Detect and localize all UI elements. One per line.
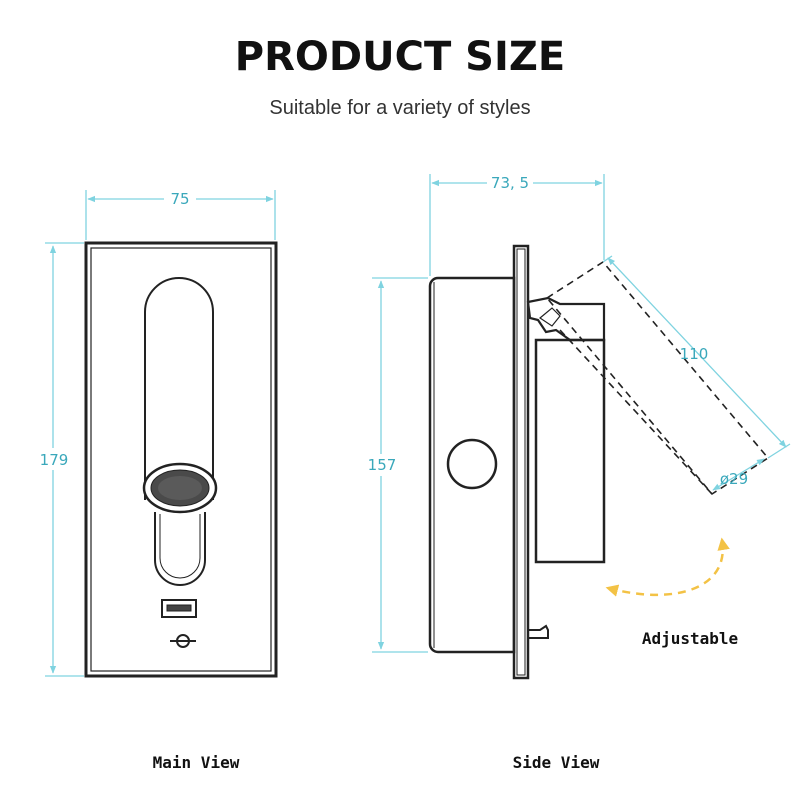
- side-arm-joint: [526, 296, 606, 342]
- side-view-label: Side View: [513, 753, 600, 772]
- adjustable-arrow: [605, 537, 730, 597]
- lamp-head-highlight: [158, 476, 202, 500]
- side-switch: [528, 624, 549, 639]
- main-dimensions: [45, 190, 276, 677]
- side-lamp-dashed: [545, 260, 770, 496]
- page-title: PRODUCT SIZE: [234, 34, 566, 80]
- head-diameter-line: [712, 458, 765, 491]
- adjustable-label: Adjustable: [642, 629, 738, 648]
- side-arm-body: [534, 338, 606, 564]
- main-plate-inner: [90, 247, 272, 672]
- main-width-label: 75: [170, 190, 189, 208]
- lower-loop-inner: [159, 514, 201, 579]
- main-height-label: 179: [40, 451, 69, 469]
- arm-length-label: 110: [680, 345, 709, 363]
- head-diameter-label: ø29: [720, 470, 748, 488]
- side-knob: [446, 438, 498, 490]
- main-view: [84, 241, 278, 678]
- main-view-label: Main View: [153, 753, 240, 772]
- side-box: [428, 276, 516, 654]
- lower-loop: [154, 512, 206, 586]
- side-view: [428, 244, 606, 680]
- side-front-plate: [512, 244, 530, 680]
- side-dimensions: [372, 174, 791, 653]
- usb-port-inner: [166, 604, 192, 612]
- usb-port: [161, 599, 197, 618]
- page-subtitle: Suitable for a variety of styles: [269, 97, 531, 119]
- side-height-label: 157: [368, 456, 397, 474]
- side-depth-label: 73, 5: [491, 174, 529, 192]
- arm-slot: [144, 277, 214, 500]
- main-plate-outer: [84, 241, 278, 678]
- arm-length-line: [607, 257, 787, 448]
